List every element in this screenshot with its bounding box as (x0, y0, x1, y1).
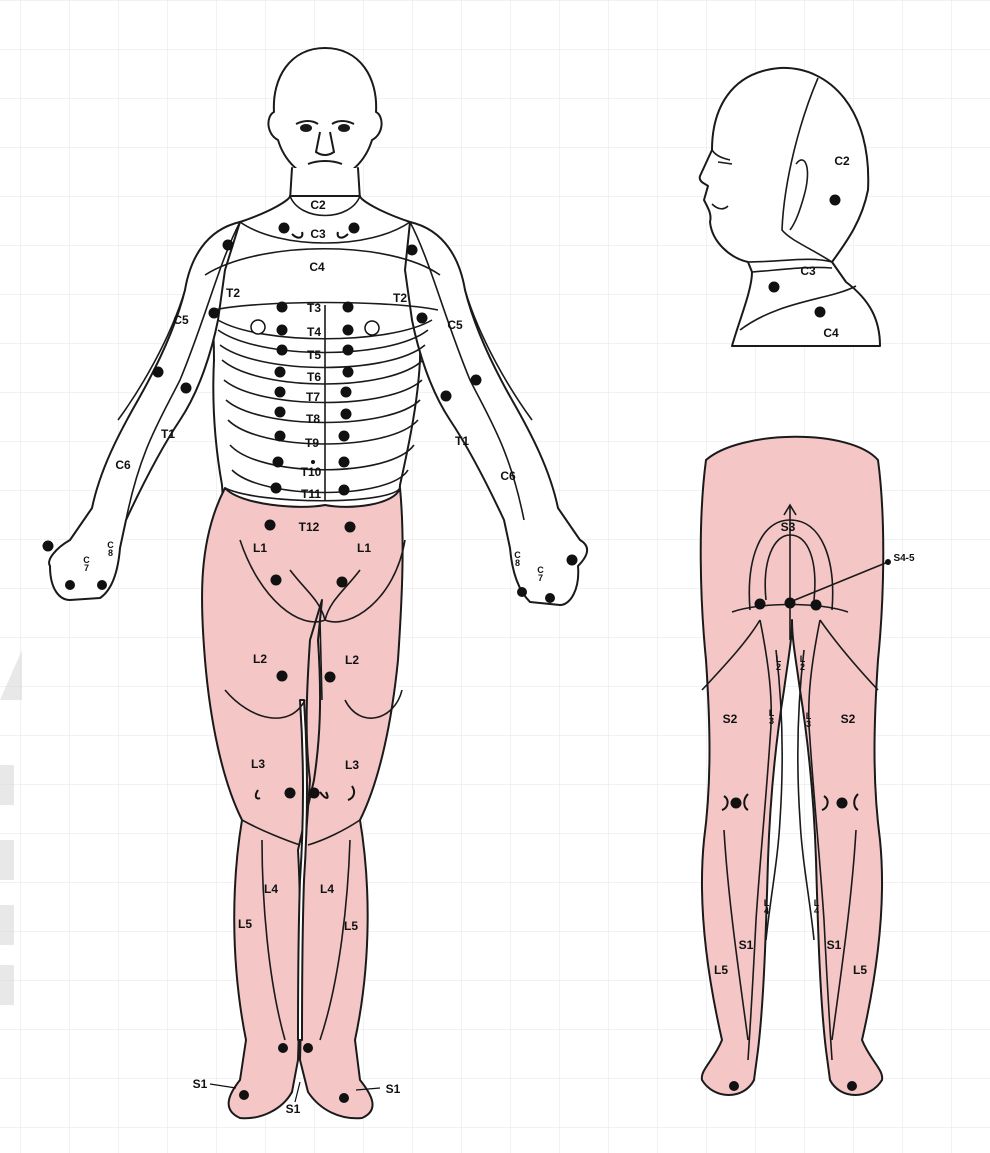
label-head-c2: C2 (834, 155, 849, 167)
label-l1-right: L1 (357, 542, 371, 554)
label-c8-right: C8 (513, 550, 522, 566)
label-back-s1-left: S1 (739, 939, 754, 951)
label-l5-right: L5 (344, 920, 358, 932)
label-back-l4-left: L4 (762, 898, 771, 914)
label-s1-right: S1 (386, 1083, 401, 1095)
label-back-l5-left: L5 (714, 964, 728, 976)
label-t7: T7 (306, 391, 320, 403)
label-l4-right: L4 (320, 883, 334, 895)
label-t10: T10 (301, 466, 322, 478)
label-back-l2-right: L2 (798, 654, 807, 670)
label-back-l4-right: L4 (812, 898, 821, 914)
label-l4-left: L4 (264, 883, 278, 895)
label-back-s1-right: S1 (827, 939, 842, 951)
label-c4: C4 (309, 261, 324, 273)
label-c5-right: C5 (447, 319, 462, 331)
label-back-l3-left: L3 (767, 708, 776, 724)
label-head-c3: C3 (800, 265, 815, 277)
label-t11: T11 (301, 488, 321, 500)
label-s1-left: S1 (193, 1078, 208, 1090)
label-c8-left: C8 (106, 540, 115, 556)
label-t12: T12 (299, 521, 320, 533)
label-t5: T5 (307, 349, 321, 361)
label-l1-left: L1 (253, 542, 267, 554)
label-t2-right: T2 (393, 292, 407, 304)
label-back-s2-right: S2 (841, 713, 856, 725)
label-l2-right: L2 (345, 654, 359, 666)
label-head-c4: C4 (823, 327, 838, 339)
label-c7-right: C7 (536, 565, 545, 581)
label-back-s2-left: S2 (723, 713, 738, 725)
label-c5-left: C5 (173, 314, 188, 326)
label-t2-left: T2 (226, 287, 240, 299)
label-l3-right: L3 (345, 759, 359, 771)
label-c6-left: C6 (115, 459, 130, 471)
label-c7-left: C7 (82, 555, 91, 571)
label-t3: T3 (307, 302, 321, 314)
label-t1-left: T1 (161, 428, 175, 440)
label-l3-left: L3 (251, 758, 265, 770)
label-back-s45: S4-5 (893, 554, 914, 564)
label-back-s3: S3 (781, 521, 796, 533)
label-back-l2-left: L2 (774, 654, 783, 670)
label-c3: C3 (310, 228, 325, 240)
label-t9: T9 (305, 437, 319, 449)
label-c2: C2 (310, 199, 325, 211)
label-t8: T8 (306, 413, 320, 425)
label-l5-left: L5 (238, 918, 252, 930)
label-back-l3-right: L3 (804, 711, 813, 727)
label-s1-center: S1 (286, 1103, 301, 1115)
label-t1-right: T1 (455, 435, 469, 447)
label-t6: T6 (307, 371, 321, 383)
label-back-l5-right: L5 (853, 964, 867, 976)
label-c6-right: C6 (500, 470, 515, 482)
label-t4: T4 (307, 326, 321, 338)
label-l2-left: L2 (253, 653, 267, 665)
